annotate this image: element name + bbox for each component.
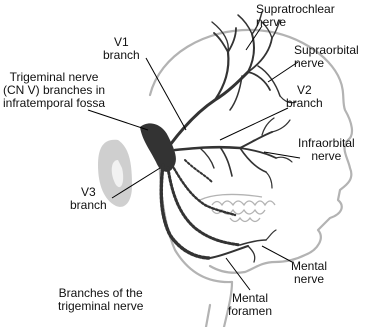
leader-trigeminal [88, 110, 148, 130]
nerve-branches [140, 12, 296, 262]
trigeminal-ganglion [140, 123, 176, 171]
label-v3-branch: V3 branch [70, 186, 107, 212]
label-supratrochlear-nerve: Supratrochlear nerve [256, 3, 335, 29]
leader-v2 [220, 108, 288, 140]
label-infraorbital-nerve: Infraorbital nerve [298, 137, 355, 163]
v1-trunk [170, 72, 248, 145]
v2-trunk [175, 147, 240, 150]
leader-mental-nerve [262, 246, 292, 262]
label-mental-foramen: Mental foramen [228, 292, 272, 318]
caption: Branches of the trigeminal nerve [58, 287, 143, 313]
label-v2-branch: V2 branch [286, 84, 323, 110]
label-supraorbital-nerve: Supraorbital nerve [294, 44, 359, 70]
leader-mental-foramen [226, 258, 250, 290]
label-trigeminal-nerve: Trigeminal nerve (CN V) branches in infr… [3, 71, 105, 110]
label-mental-nerve: Mental nerve [291, 260, 327, 286]
leader-v1 [146, 58, 186, 130]
label-v1-branch: V1 branch [103, 36, 140, 62]
